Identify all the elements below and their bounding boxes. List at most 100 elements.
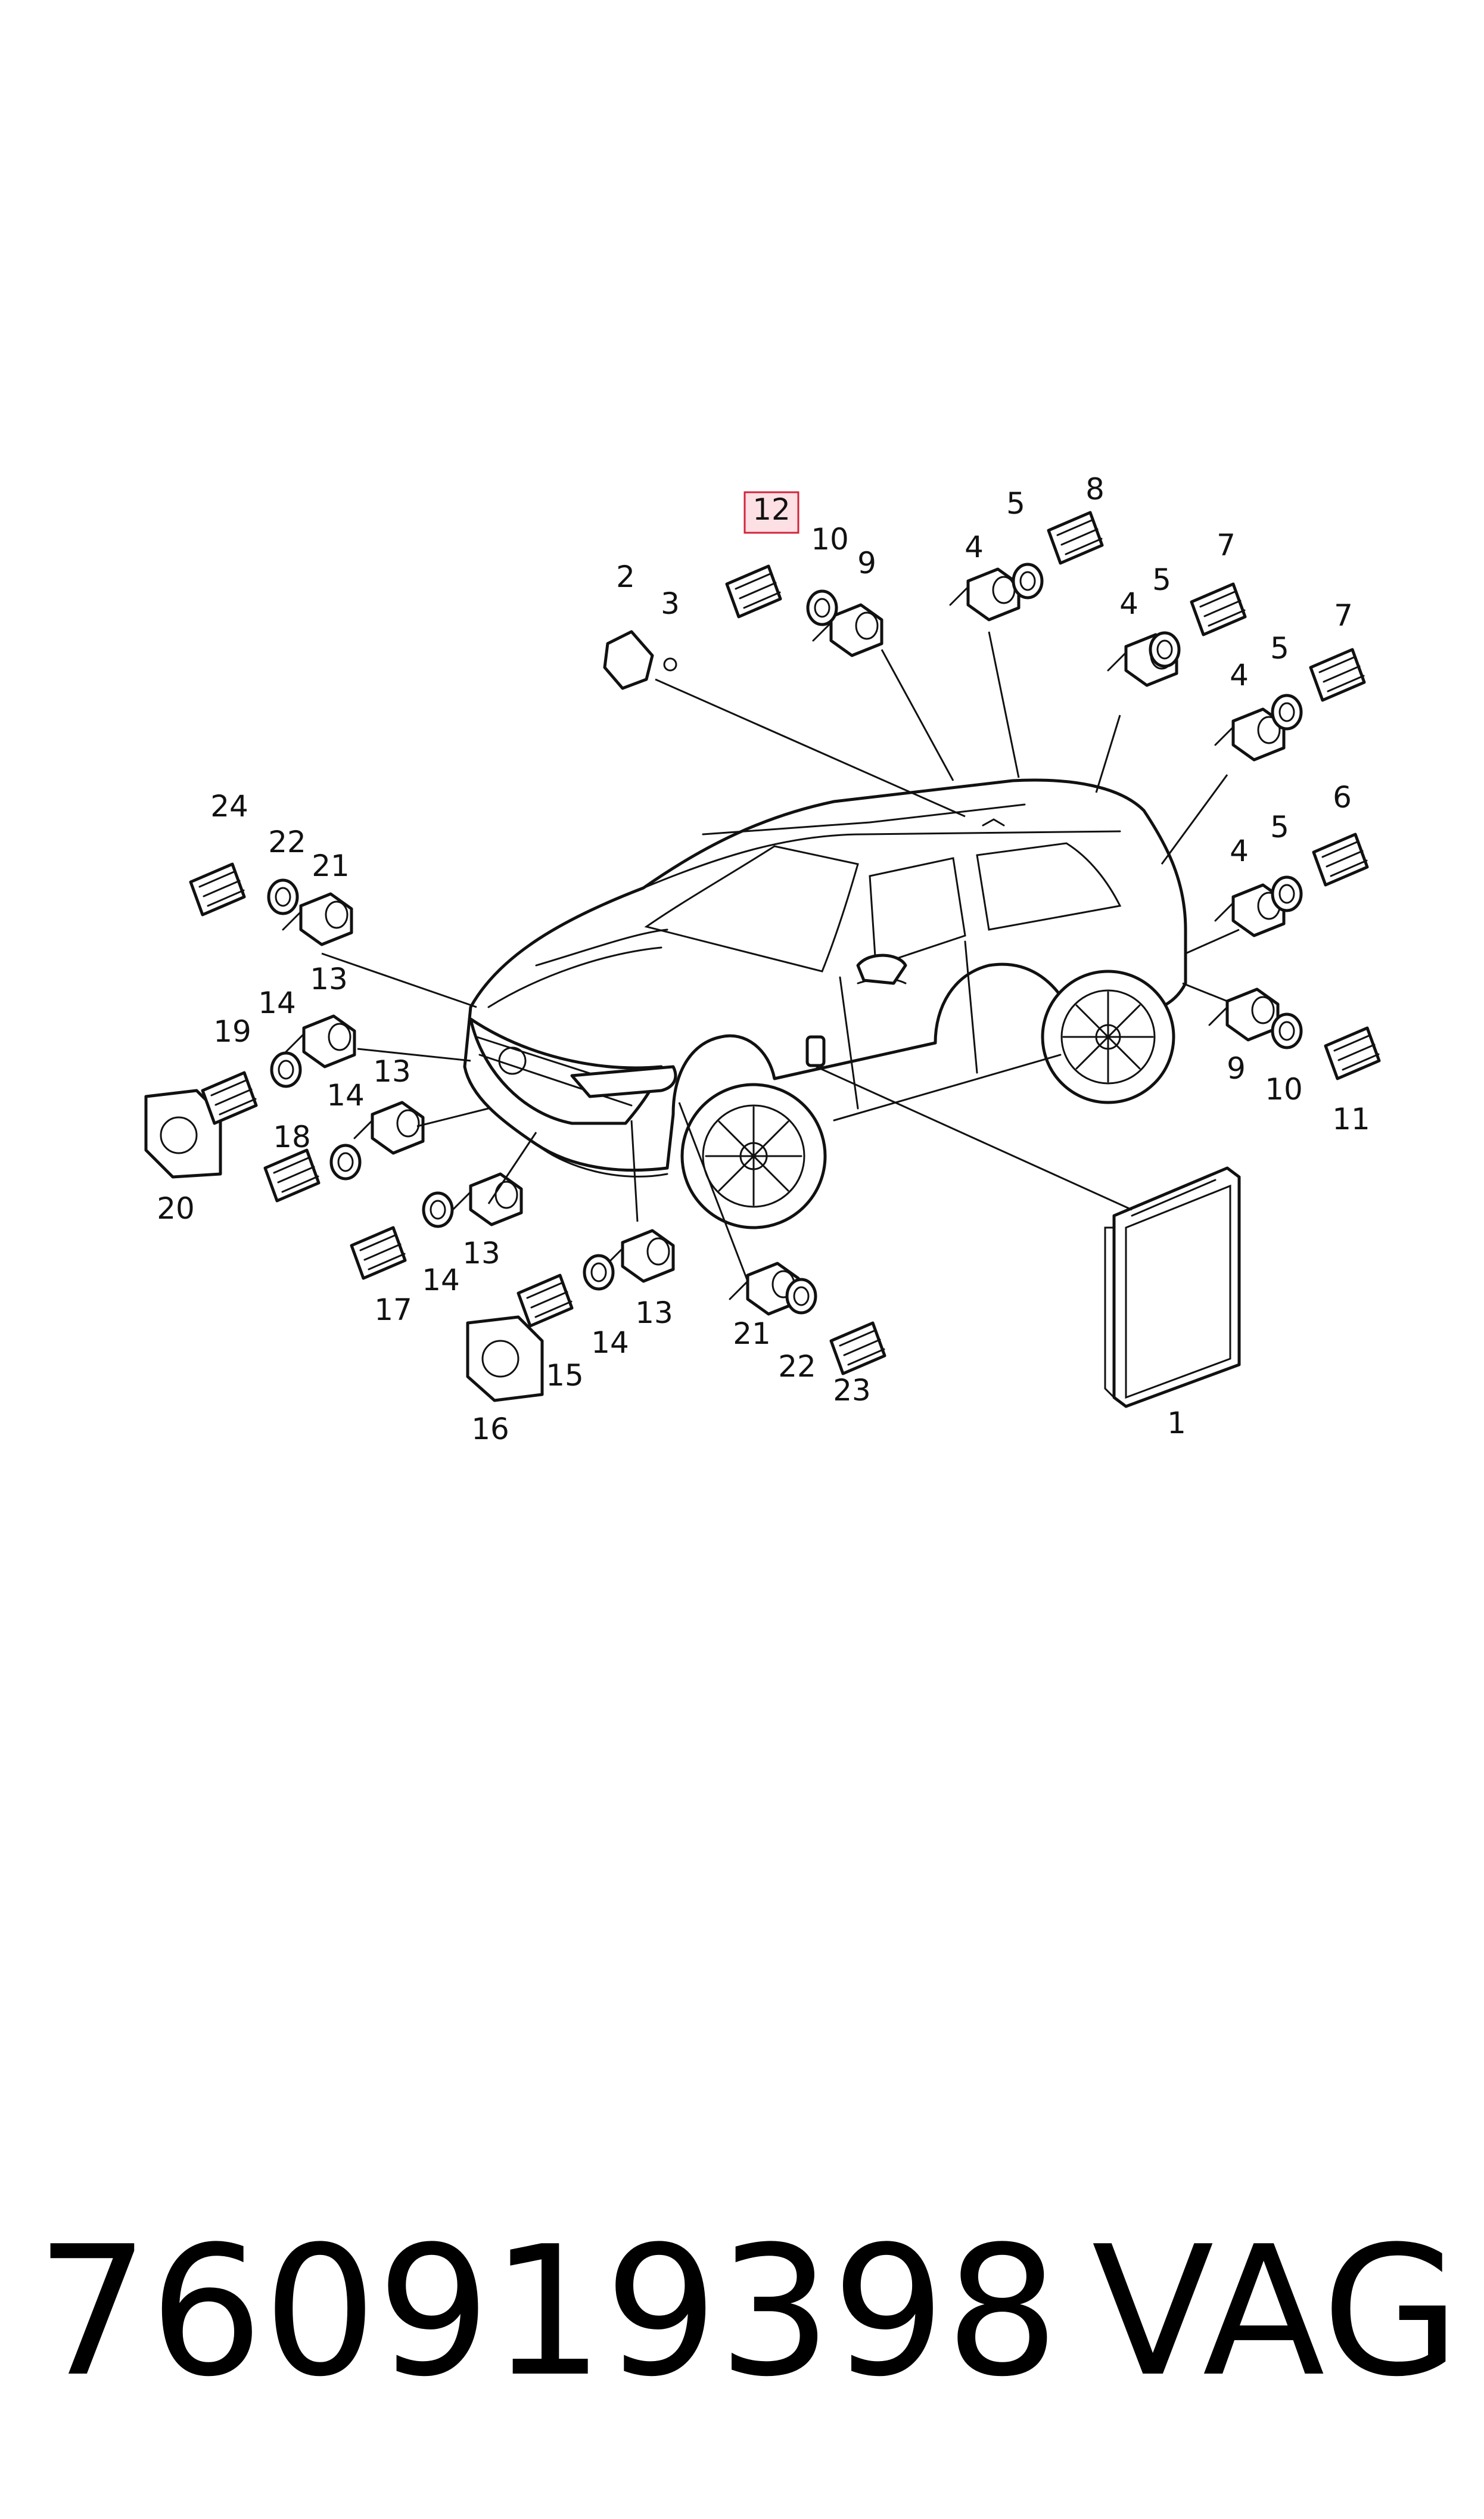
sensor-10-face <box>646 1237 670 1266</box>
callout-c8: 8 <box>1085 472 1105 507</box>
sensor-3-stem <box>1214 726 1234 746</box>
ring-3 <box>1271 694 1303 731</box>
callout-c4c: 4 <box>1230 658 1249 692</box>
clip-3 <box>663 657 677 672</box>
callout-c13b: 13 <box>373 1054 411 1089</box>
cover-6-mesh <box>198 870 245 907</box>
ring-1-inner <box>1019 571 1036 591</box>
callout-c17: 17 <box>374 1293 412 1327</box>
ring-2 <box>1149 631 1181 668</box>
sensor-12-stem <box>353 1119 374 1139</box>
cover-1-mesh <box>1056 518 1103 555</box>
callout-c19: 19 <box>213 1014 251 1049</box>
callout-c9b: 9 <box>1227 1051 1246 1086</box>
sensor-8-stem <box>729 1280 749 1300</box>
callout-c11: 11 <box>1332 1102 1370 1136</box>
part-number: 760919398 <box>36 2208 1059 2416</box>
ring-6-inner <box>275 887 291 907</box>
callout-c4d: 4 <box>1230 834 1249 868</box>
sensor-6-face <box>325 900 349 929</box>
vehicle-drawing <box>463 778 1187 1229</box>
sensor-12-face <box>396 1109 420 1138</box>
callout-c21b: 21 <box>733 1316 771 1351</box>
ring-10 <box>583 1254 615 1291</box>
ring-12 <box>329 1144 362 1181</box>
callout-c10a: 10 <box>811 522 849 557</box>
callout-c1: 1 <box>1167 1406 1186 1440</box>
brand-name: VAG <box>1091 2208 1460 2416</box>
callout-c7b: 7 <box>1334 598 1353 633</box>
callout-c12: 12 <box>752 492 791 527</box>
cover-4-mesh <box>1321 840 1368 877</box>
callout-c9a: 9 <box>857 546 876 580</box>
sensor-3-face <box>1257 716 1281 744</box>
highlight-box <box>743 491 799 534</box>
ring-8-inner <box>793 1286 810 1306</box>
sensor-11-face <box>328 1023 351 1051</box>
callout-c7a: 7 <box>1217 528 1236 563</box>
callout-c14b: 14 <box>326 1078 365 1113</box>
callout-c24: 24 <box>210 789 248 824</box>
ring-11 <box>270 1051 302 1088</box>
cover-5-mesh <box>735 572 781 609</box>
sensor-6-stem <box>282 911 302 931</box>
callout-c15: 15 <box>546 1358 584 1393</box>
cover-9-mesh <box>359 1234 406 1271</box>
callout-c5b: 5 <box>1152 563 1171 597</box>
callout-c22b: 22 <box>778 1349 816 1384</box>
callout-labels: 1234444555567789910101112131313131414141… <box>157 472 1370 1446</box>
sensor-5-face <box>855 611 879 640</box>
sensor-7-stem <box>1208 1006 1228 1026</box>
sensor-9-stem <box>452 1191 472 1211</box>
callout-c3: 3 <box>661 586 680 621</box>
callout-c14a: 14 <box>258 986 296 1020</box>
leader-lines <box>321 631 1240 1282</box>
ring-11-inner <box>278 1060 294 1080</box>
callout-c5a: 5 <box>1006 486 1025 521</box>
sensor-2-stem <box>1107 651 1127 672</box>
callout-c5c: 5 <box>1270 631 1289 666</box>
ring-3-inner <box>1278 702 1295 722</box>
ring-6 <box>267 878 299 915</box>
ring-1 <box>1012 563 1044 600</box>
sensor-4-stem <box>1214 902 1234 922</box>
callout-c20: 20 <box>157 1191 195 1226</box>
callout-c13d: 13 <box>635 1296 673 1330</box>
ring-4-inner <box>1278 884 1295 904</box>
sensor-7-face <box>1251 996 1275 1024</box>
ring-9-inner <box>430 1200 446 1220</box>
callout-c21a: 21 <box>312 849 350 883</box>
sensor-parts <box>189 511 1381 1375</box>
callout-c2: 2 <box>616 560 635 594</box>
brackets <box>144 1089 544 1402</box>
cover-3-mesh <box>1318 656 1365 692</box>
ring-7-inner <box>1278 1021 1295 1041</box>
callout-c13c: 13 <box>462 1236 500 1271</box>
cover-2-mesh <box>1199 590 1246 627</box>
cover-7-mesh <box>1333 1034 1380 1071</box>
ring-7 <box>1271 1012 1303 1049</box>
clip-2 <box>603 630 654 690</box>
cover-11-mesh <box>210 1079 257 1116</box>
ring-5-inner <box>814 598 830 618</box>
cover-10-mesh <box>526 1281 573 1318</box>
callout-c14c: 14 <box>422 1263 460 1297</box>
callout-c4a: 4 <box>965 530 984 564</box>
callout-c13a: 13 <box>310 962 348 996</box>
sensor-1-stem <box>949 586 969 606</box>
control-unit-drawing <box>1104 1166 1241 1408</box>
ring-12-inner <box>337 1152 354 1172</box>
callout-c5d: 5 <box>1270 810 1289 844</box>
sensor-9-face <box>494 1181 518 1209</box>
callout-c16: 16 <box>471 1412 509 1446</box>
sensor-11-stem <box>285 1033 305 1053</box>
callout-c4b: 4 <box>1119 586 1138 621</box>
ring-8 <box>785 1278 817 1315</box>
callout-c10b: 10 <box>1265 1072 1303 1107</box>
callout-c23: 23 <box>833 1373 871 1408</box>
ring-4 <box>1271 875 1303 912</box>
callout-c22a: 22 <box>268 825 306 859</box>
sensor-5-stem <box>812 622 832 642</box>
ring-9 <box>422 1191 454 1228</box>
